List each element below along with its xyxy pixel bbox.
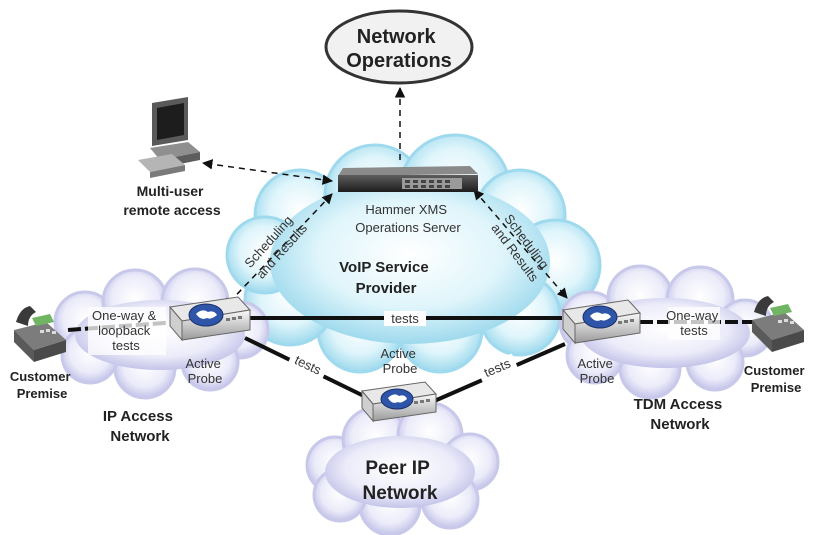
svg-text:tests: tests <box>391 311 419 326</box>
sched-right-link <box>473 189 568 299</box>
phone-right-icon <box>752 296 804 352</box>
tests-right-label: tests <box>476 353 518 383</box>
xms-server-icon <box>338 166 478 192</box>
xms-server-label: Hammer XMS Operations Server <box>355 202 461 235</box>
oneway-left-label: One-way & loopback tests <box>88 307 166 355</box>
oneway-right-label: One-way tests <box>666 307 722 340</box>
peer-ip-label: Peer IP Network <box>363 458 438 504</box>
tests-top-label: tests <box>384 311 426 326</box>
probe-right-label: Active Probe <box>577 356 616 386</box>
voip-provider-label: VoIP Service Provider <box>339 259 433 297</box>
svg-text:One-way tests: One-way tests <box>666 308 722 338</box>
probe-left-label: Active Probe <box>185 356 224 386</box>
customer-right-label: Customer Premise <box>744 363 808 395</box>
network-operations-label: Network Operations <box>346 26 452 72</box>
active-probe-center-icon <box>361 381 437 423</box>
sched-left-link <box>223 193 333 309</box>
peer-ip-cloud <box>305 401 500 535</box>
svg-text:One-way & loopback: One-way & loopback tests <box>92 308 160 353</box>
tests-left-label: tests <box>287 349 329 381</box>
active-probe-left-icon <box>169 296 251 342</box>
tdm-access-label: TDM Access Network <box>634 396 727 433</box>
phone-left-icon <box>14 306 66 362</box>
computer-icon <box>138 97 200 178</box>
customer-left-label: Customer Premise <box>10 369 74 401</box>
multi-user-label: Multi-user remote access <box>123 183 221 218</box>
active-probe-right-icon <box>562 299 641 345</box>
network-operations-ellipse <box>324 9 474 85</box>
ip-access-label: IP Access Network <box>103 408 177 445</box>
probe-center-label: Active Probe <box>380 346 419 376</box>
